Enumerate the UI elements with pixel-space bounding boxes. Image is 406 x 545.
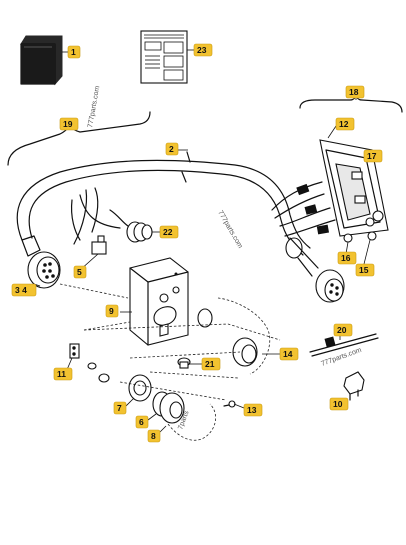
callout-1[interactable]: 1 — [67, 45, 81, 59]
part-11-bracket[interactable] — [69, 343, 110, 383]
part-21-plug[interactable] — [177, 357, 191, 369]
part-2-main-cable[interactable] — [16, 151, 311, 256]
svg-text:6: 6 — [139, 417, 144, 427]
part-12-control-panel[interactable] — [319, 139, 389, 237]
callout-12[interactable]: 12 — [335, 117, 355, 131]
svg-text:20: 20 — [337, 325, 347, 335]
right-connector[interactable] — [285, 237, 345, 303]
part-20-cable-tie[interactable] — [309, 333, 379, 357]
part-6-socket[interactable] — [152, 391, 185, 424]
svg-text:17: 17 — [367, 151, 377, 161]
part-1-kit-box[interactable] — [20, 35, 63, 86]
callout-22[interactable]: 22 — [159, 225, 179, 239]
callout-10[interactable]: 10 — [329, 397, 349, 411]
callout-23[interactable]: 23 — [193, 43, 213, 57]
svg-text:15: 15 — [359, 265, 369, 275]
svg-text:18: 18 — [349, 87, 359, 97]
assembly-lines — [59, 283, 281, 401]
part-15-component[interactable] — [367, 231, 377, 241]
svg-text:14: 14 — [283, 349, 293, 359]
part-13-screw[interactable] — [223, 400, 236, 408]
callout-6[interactable]: 6 — [135, 415, 149, 429]
part-23-manual[interactable] — [140, 30, 188, 84]
callout-14[interactable]: 14 — [279, 347, 299, 361]
callout-11[interactable]: 11 — [53, 367, 73, 381]
callout-17[interactable]: 17 — [363, 149, 383, 163]
callout-8[interactable]: 8 — [147, 429, 161, 443]
svg-text:21: 21 — [205, 359, 215, 369]
svg-text:12: 12 — [339, 119, 349, 129]
part-3-4-round-connector[interactable] — [21, 235, 61, 289]
watermark-2: 777parts.com — [216, 210, 243, 250]
callout-19[interactable]: 19 — [59, 117, 79, 131]
part-14-cap-chain[interactable] — [197, 297, 271, 375]
part-5-switch[interactable] — [91, 235, 107, 255]
svg-text:10: 10 — [333, 399, 343, 409]
watermark-1: 777parts.com — [87, 85, 101, 128]
callout-7[interactable]: 7 — [113, 401, 127, 415]
branch-wires — [70, 187, 129, 245]
callout-9[interactable]: 9 — [105, 304, 119, 318]
panel-wires — [271, 181, 336, 237]
part-8-socket-cap[interactable] — [167, 403, 216, 441]
svg-text:9: 9 — [109, 306, 114, 316]
svg-text:22: 22 — [163, 227, 173, 237]
watermark-3: 777parts.com — [320, 347, 362, 368]
svg-text:23: 23 — [197, 45, 207, 55]
callout-13[interactable]: 13 — [243, 403, 263, 417]
svg-text:8: 8 — [151, 431, 156, 441]
svg-text:1: 1 — [71, 47, 76, 57]
callout-16[interactable]: 16 — [337, 251, 357, 265]
callout-15[interactable]: 15 — [355, 263, 375, 277]
callout-3-4[interactable]: 3 4 — [11, 283, 37, 297]
svg-text:19: 19 — [63, 119, 73, 129]
part-9-housing[interactable] — [129, 257, 189, 346]
svg-text:13: 13 — [247, 405, 257, 415]
svg-text:5: 5 — [77, 267, 82, 277]
brace-19 — [7, 111, 151, 166]
svg-text:16: 16 — [341, 253, 351, 263]
callout-21[interactable]: 21 — [201, 357, 221, 371]
callout-5[interactable]: 5 — [73, 265, 87, 279]
callout-18[interactable]: 18 — [345, 85, 365, 99]
svg-text:2: 2 — [169, 144, 174, 154]
svg-text:11: 11 — [57, 369, 66, 379]
leader-lines — [33, 49, 372, 433]
part-7-nut[interactable] — [128, 374, 152, 402]
svg-text:3 4: 3 4 — [15, 285, 27, 295]
callout-20[interactable]: 20 — [333, 323, 353, 337]
part-22-connector[interactable] — [126, 221, 153, 243]
part-16-component[interactable] — [343, 233, 353, 243]
part-10-block[interactable] — [343, 371, 365, 401]
svg-text:7: 7 — [117, 403, 122, 413]
callout-2[interactable]: 2 — [165, 142, 179, 156]
